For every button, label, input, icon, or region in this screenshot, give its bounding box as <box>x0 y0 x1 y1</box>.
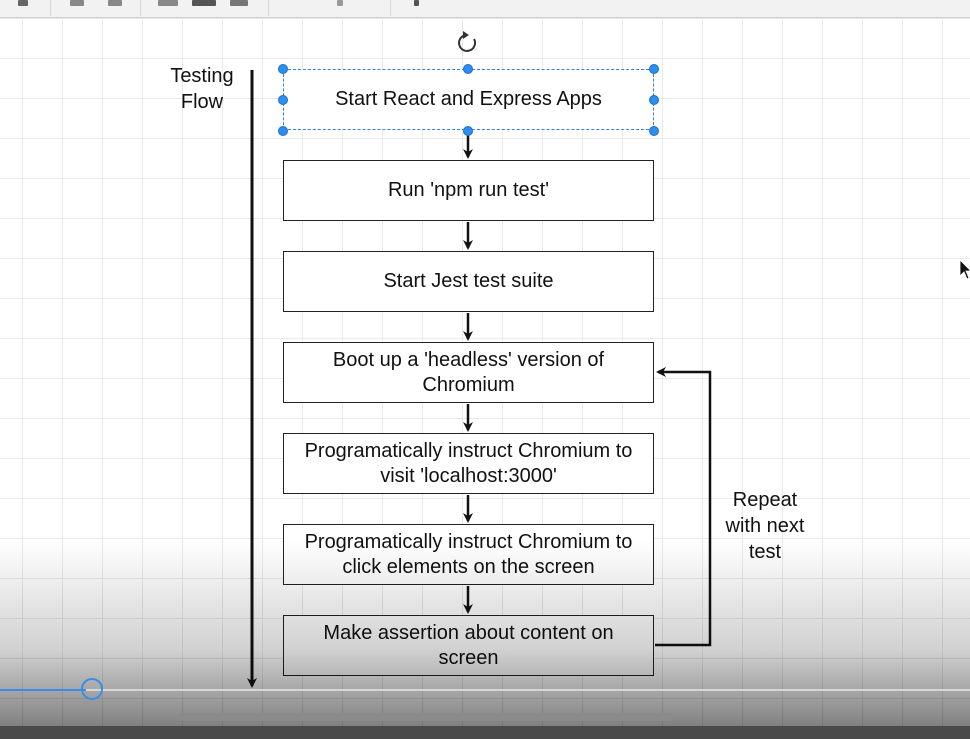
step-box-label: Start Jest test suite <box>383 270 554 292</box>
selection-handle[interactable] <box>463 64 473 74</box>
testing-flow-label[interactable]: Testing Flow <box>160 63 244 115</box>
step-box-boot-chromium[interactable]: Boot up a 'headless' version of Chromium <box>283 342 654 403</box>
step-box-jest-suite[interactable]: Start Jest test suite <box>283 251 654 312</box>
step-box-start-apps[interactable]: Start React and Express Apps <box>283 69 654 130</box>
testing-flow-line1: Testing <box>170 65 234 87</box>
repeat-label-line2: with next <box>725 515 805 537</box>
step-box-label-line2: Chromium <box>422 373 515 396</box>
toolbar-button[interactable] <box>414 0 419 6</box>
toolbar-separator <box>50 0 51 16</box>
testing-flow-line2: Flow <box>180 91 224 113</box>
step-box-label: Programatically instruct Chromium to <box>304 530 633 553</box>
toolbar-button[interactable] <box>18 0 28 6</box>
toolbar-button[interactable] <box>337 0 343 6</box>
selection-handle[interactable] <box>649 95 659 105</box>
step-box-label-line2: visit 'localhost:3000' <box>380 464 557 487</box>
selection-handle[interactable] <box>278 64 288 74</box>
repeat-label[interactable]: Repeat with next test <box>716 487 814 565</box>
video-progress-track[interactable] <box>0 689 970 691</box>
selection-handle[interactable] <box>649 64 659 74</box>
step-box-label-line2: click elements on the screen <box>342 555 595 578</box>
selection-handle[interactable] <box>649 126 659 136</box>
step-box-label: Make assertion about content on <box>323 621 614 644</box>
rotate-icon[interactable] <box>458 31 477 52</box>
toolbar-button[interactable] <box>108 0 122 6</box>
bottom-panel <box>0 726 970 739</box>
step-box-label: Boot up a 'headless' version of <box>332 348 605 371</box>
cursor-icon <box>959 259 970 280</box>
video-progress-knob[interactable] <box>81 678 103 700</box>
step-box-click-elements[interactable]: Programatically instruct Chromium to cli… <box>283 524 654 585</box>
step-box-label: Programatically instruct Chromium to <box>304 439 633 462</box>
toolbar-button[interactable] <box>70 0 84 6</box>
toolbar-separator <box>140 0 141 16</box>
video-progress-played <box>0 689 86 691</box>
step-box-label-line2: screen <box>438 646 499 669</box>
step-box-make-assertion[interactable]: Make assertion about content on screen <box>283 615 654 676</box>
step-box-visit-localhost[interactable]: Programatically instruct Chromium to vis… <box>283 433 654 494</box>
step-box-label: Run 'npm run test' <box>387 179 550 201</box>
toolbar <box>0 0 970 18</box>
toolbar-button[interactable] <box>230 0 248 6</box>
step-box-label: Start React and Express Apps <box>335 88 602 110</box>
toolbar-separator <box>268 0 269 16</box>
repeat-label-line3: test <box>748 541 782 563</box>
selection-handle[interactable] <box>463 126 473 136</box>
toolbar-button[interactable] <box>158 0 178 6</box>
selection-handle[interactable] <box>278 126 288 136</box>
selection-handle[interactable] <box>278 95 288 105</box>
repeat-loop-connector[interactable] <box>655 367 712 647</box>
step-box-npm-test[interactable]: Run 'npm run test' <box>283 160 654 221</box>
repeat-label-line1: Repeat <box>732 489 798 511</box>
horizontal-scrollbar-thumb[interactable] <box>178 713 674 721</box>
toolbar-separator <box>390 0 391 16</box>
toolbar-button[interactable] <box>192 0 216 6</box>
